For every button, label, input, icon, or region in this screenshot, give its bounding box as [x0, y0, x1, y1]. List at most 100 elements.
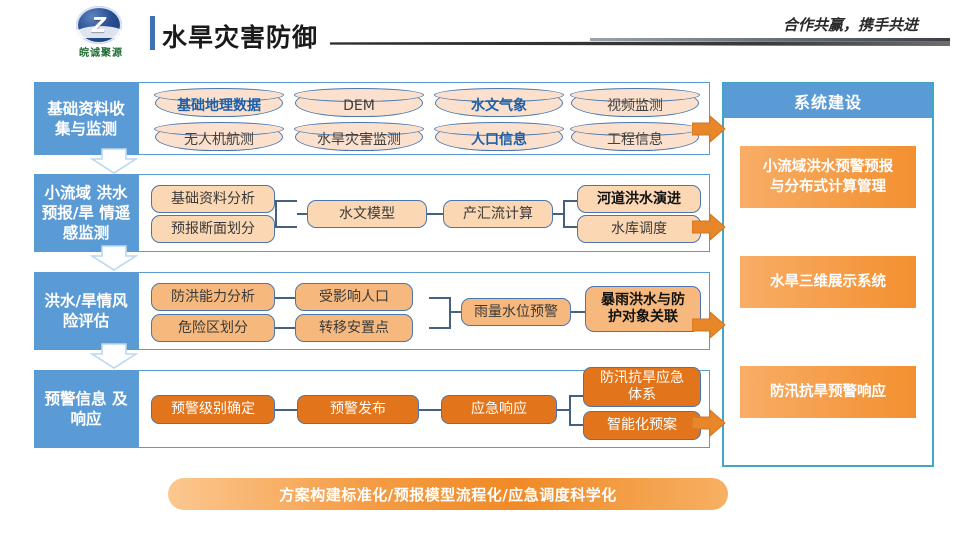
node-label: 应急响应	[471, 401, 527, 417]
connector	[429, 297, 449, 299]
node-r4-c4[interactable]: 防汛抗旱应急 体系	[583, 367, 701, 407]
summary-banner: 方案构建标准化/预报模型流程化/应急调度科学化	[168, 478, 728, 510]
title-accent-rule	[150, 16, 155, 50]
node-r2-c3[interactable]: 水文模型	[307, 200, 427, 228]
flow-row-4: 预警信息 及响应 预警级别确定 预警发布 应急响应 防汛抗旱应急 体系 智能化预…	[34, 367, 710, 448]
page-title: 水旱灾害防御	[162, 23, 319, 52]
connector	[563, 226, 579, 228]
node-label: 转移安置点	[319, 319, 389, 336]
flow-row-1-label: 基础资料收 集与监测	[34, 82, 138, 155]
connector	[429, 327, 449, 329]
panel-title: 系统建设	[724, 84, 932, 118]
node-r1-c2[interactable]: DEM	[294, 88, 424, 117]
node-r3-c2[interactable]: 危险区划分	[151, 314, 275, 342]
process-flow-diagram: 基础资料收 集与监测 基础地理数据 DEM 水文气象 视频监测 无人机航测	[34, 82, 710, 467]
node-label: 工程信息	[607, 132, 663, 148]
panel-item-2[interactable]: 水旱三维展示系统	[740, 256, 916, 308]
node-label: 基础地理数据	[177, 98, 261, 114]
node-r2-c2[interactable]: 预报断面划分	[151, 215, 275, 243]
transfer-arrow-2	[691, 212, 726, 242]
system-construction-panel: 系统建设 小流域洪水预警预报 与分布式计算管理 水旱三维展示系统 防汛抗旱预警响…	[722, 82, 934, 467]
node-label: 水文模型	[339, 205, 395, 222]
flow-row-4-body: 预警级别确定 预警发布 应急响应 防汛抗旱应急 体系 智能化预案	[138, 367, 710, 448]
node-label: 水旱灾害监测	[317, 132, 401, 148]
node-r2-c6[interactable]: 水库调度	[577, 215, 701, 243]
node-r1-c6[interactable]: 水旱灾害监测	[294, 122, 424, 151]
flow-row-3: 洪水/旱情风 险评估 防洪能力分析 危险区划分 受影响人口 转移安置点 雨量水位…	[34, 272, 710, 350]
connector	[297, 213, 309, 215]
logo-company-name: 皖诚聚源	[79, 48, 123, 59]
panel-item-3[interactable]: 防汛抗旱预警响应	[740, 366, 916, 418]
connector	[569, 395, 571, 425]
node-r2-c4[interactable]: 产汇流计算	[443, 200, 553, 228]
connector	[551, 213, 565, 215]
node-label: 预警发布	[330, 401, 386, 417]
flow-down-arrow-1	[89, 148, 139, 174]
node-label: 人口信息	[471, 132, 527, 148]
header-slogan: 合作共赢，携手共进	[782, 16, 918, 34]
panel-item-1[interactable]: 小流域洪水预警预报 与分布式计算管理	[740, 146, 916, 208]
node-r4-c1[interactable]: 预警级别确定	[151, 395, 275, 424]
node-r1-c7[interactable]: 人口信息	[434, 122, 564, 151]
node-r2-c5[interactable]: 河道洪水演进	[577, 185, 701, 213]
connector	[563, 200, 579, 202]
node-r1-c3[interactable]: 水文气象	[434, 88, 564, 117]
transfer-arrow-1	[691, 114, 726, 144]
node-label: 预警级别确定	[171, 401, 255, 417]
node-r3-c3[interactable]: 受影响人口	[295, 283, 413, 311]
connector	[425, 213, 445, 215]
connector	[569, 395, 583, 397]
node-label: 视频监测	[607, 98, 663, 114]
page-header: Z 皖诚聚源 水旱灾害防御 合作共赢，携手共进	[0, 0, 960, 62]
node-r1-c5[interactable]: 无人机航测	[154, 122, 284, 151]
connector	[275, 200, 277, 227]
node-label: 无人机航测	[184, 132, 254, 148]
cylinder-cap	[154, 88, 284, 103]
cylinder-cap	[294, 122, 424, 137]
connector	[569, 424, 583, 426]
node-label: 水库调度	[611, 220, 667, 237]
node-r3-c4[interactable]: 转移安置点	[295, 314, 413, 342]
node-r1-c1[interactable]: 基础地理数据	[154, 88, 284, 117]
node-r4-c5[interactable]: 智能化预案	[583, 411, 701, 440]
cylinder-cap	[434, 122, 564, 137]
node-label: 基础资料分析	[171, 190, 255, 207]
connector	[569, 311, 585, 313]
node-r1-c4[interactable]: 视频监测	[570, 88, 700, 117]
logo-emblem-icon: Z	[76, 6, 122, 44]
header-divider	[590, 38, 950, 41]
node-label: 防洪能力分析	[171, 288, 255, 305]
transfer-arrow-3	[691, 310, 726, 340]
title-accent-bar	[150, 16, 160, 50]
connector	[449, 297, 451, 329]
cylinder-cap	[294, 88, 424, 103]
node-r4-c3[interactable]: 应急响应	[441, 395, 557, 424]
node-label: 河道洪水演进	[597, 190, 681, 207]
logo-letter: Z	[91, 13, 107, 37]
connector	[275, 297, 295, 299]
connector	[557, 409, 571, 411]
node-r4-c2[interactable]: 预警发布	[297, 395, 419, 424]
node-r1-c8[interactable]: 工程信息	[570, 122, 700, 151]
flow-down-arrow-2	[89, 245, 139, 271]
node-r3-c5[interactable]: 雨量水位预警	[461, 298, 571, 326]
flow-row-3-label: 洪水/旱情风 险评估	[34, 272, 138, 350]
connector	[275, 327, 295, 329]
connector	[275, 409, 297, 411]
flow-row-1-body: 基础地理数据 DEM 水文气象 视频监测 无人机航测 水旱灾害监测	[138, 82, 710, 155]
connector	[275, 226, 297, 228]
connector	[419, 409, 441, 411]
company-logo: Z 皖诚聚源	[48, 6, 154, 59]
flow-row-2-body: 基础资料分析 预报断面划分 水文模型 产汇流计算 河道洪水演进 水库调度	[138, 174, 710, 252]
node-r2-c1[interactable]: 基础资料分析	[151, 185, 275, 213]
node-r3-c6[interactable]: 暴雨洪水与防 护对象关联	[585, 286, 701, 332]
transfer-arrow-4	[691, 408, 726, 438]
connector	[449, 311, 461, 313]
flow-row-4-label: 预警信息 及响应	[34, 370, 138, 448]
flow-row-2: 小流域 洪水预报/旱 情遥感监测 基础资料分析 预报断面划分 水文模型 产汇流计…	[34, 174, 710, 252]
cylinder-cap	[154, 122, 284, 137]
node-r3-c1[interactable]: 防洪能力分析	[151, 283, 275, 311]
cylinder-cap	[570, 88, 700, 103]
cylinder-cap	[434, 88, 564, 103]
connector	[275, 200, 297, 202]
